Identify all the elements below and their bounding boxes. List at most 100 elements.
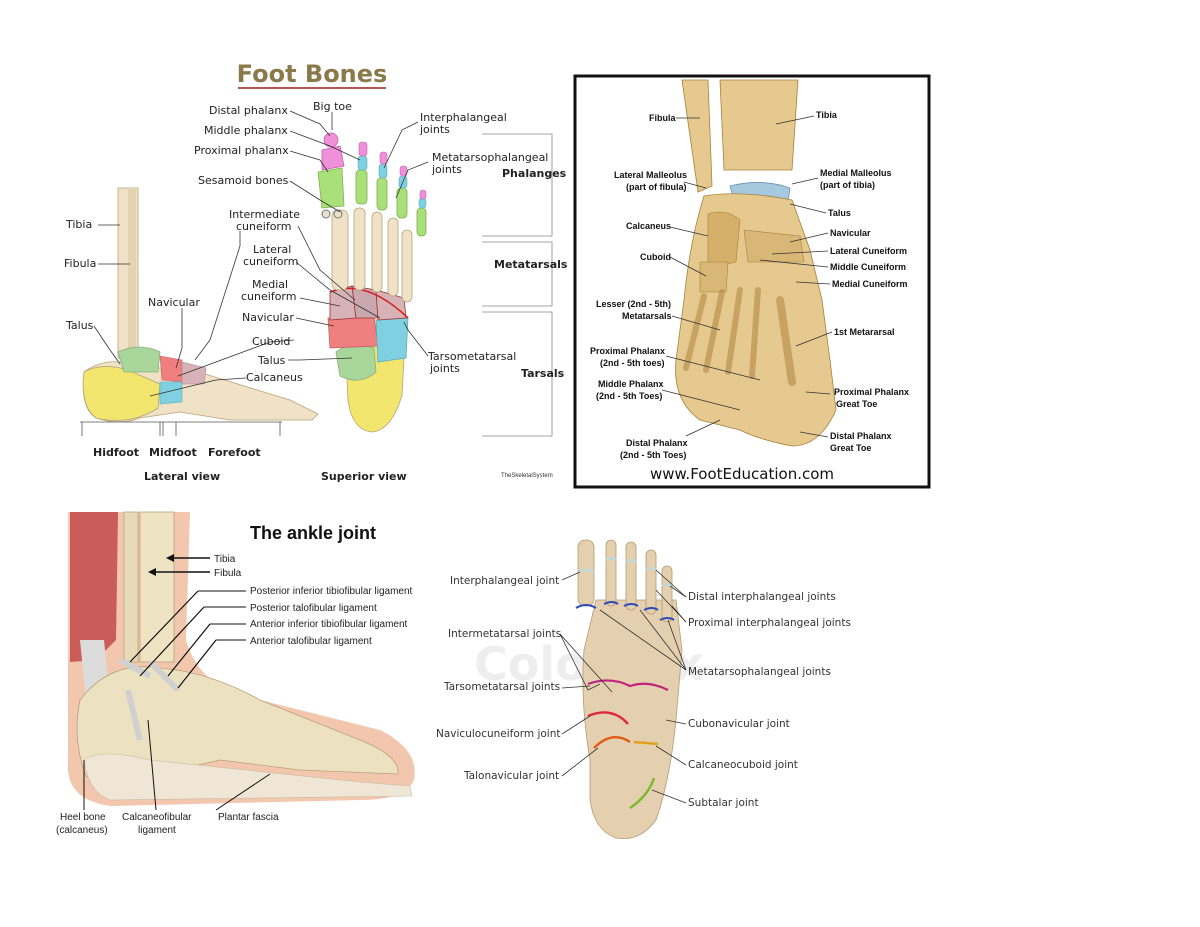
- label-cc-joint: Calcaneocuboid joint: [688, 759, 798, 771]
- fibula-p3: [123, 511, 139, 663]
- cuboid-lateral: [159, 381, 183, 405]
- label-first-metatarsal: 1st Metararsal: [834, 327, 895, 337]
- ip-joint-1: [577, 569, 595, 573]
- ligament-marks: [118, 657, 181, 741]
- label-tibia-p2: Tibia: [816, 110, 838, 120]
- metatarsal-1: [331, 209, 349, 291]
- label-plantar-fascia: Plantar fascia: [218, 812, 279, 823]
- label-prox-great-2: Great Toe: [836, 399, 877, 409]
- label-hindfoot: Hidfoot: [93, 446, 139, 459]
- label-prox-great-1: Proximal Phalanx: [834, 387, 909, 397]
- ankle-joint-title: The ankle joint: [250, 523, 376, 543]
- label-tmt-2: joints: [429, 362, 460, 375]
- talus-lateral: [117, 346, 161, 373]
- label-tibia-p1: Tibia: [65, 218, 92, 231]
- label-aitl: Anterior inferior tibiofibular ligament: [250, 619, 408, 630]
- label-lateral-2: cuneiform: [243, 255, 298, 268]
- tmt-joint-line-p4: [587, 679, 669, 691]
- metatarsal-3: [371, 211, 383, 293]
- label-navicular-left: Navicular: [148, 296, 200, 309]
- label-calcaneus-p1: Calcaneus: [246, 371, 303, 384]
- label-ptl: Posterior talofibular ligament: [250, 603, 377, 614]
- proximal-phalanx-great-toe: [317, 167, 345, 209]
- label-lateral-cuneiform-p2: Lateral Cuneiform: [830, 246, 907, 256]
- metatarsal-2: [353, 207, 366, 291]
- fibula-bone: [128, 188, 136, 358]
- label-medial-cuneiform-p2: Medial Cuneiform: [832, 279, 908, 289]
- label-talus: Talus: [257, 354, 286, 367]
- label-mid-phalanx-1: Middle Phalanx: [598, 379, 664, 389]
- label-navicular-p2: Navicular: [830, 228, 871, 238]
- label-navicular: Navicular: [242, 311, 294, 324]
- label-tmt-joints: Tarsometatarsal joints: [443, 681, 560, 693]
- cuboid-superior: [375, 317, 409, 363]
- credit-text: TheSkeletalSystem: [501, 473, 553, 479]
- label-middle-phalanx: Middle phalanx: [204, 124, 288, 137]
- label-distal-phalanx: Distal phalanx: [209, 104, 288, 117]
- label-lat-mall-2: (part of fibula): [626, 182, 687, 192]
- label-st-joint: Subtalar joint: [688, 797, 759, 809]
- label-prox-phalanx-2: (2nd - 5th toes): [600, 358, 665, 368]
- talus-superior: [335, 344, 377, 381]
- label-forefoot: Forefoot: [208, 446, 261, 459]
- label-dist-great-1: Distal Phalanx: [830, 431, 892, 441]
- joints-foot-illustration: [575, 539, 683, 839]
- calf-muscle: [70, 512, 118, 662]
- label-dist-great-2: Great Toe: [830, 443, 871, 453]
- label-talus-left: Talus: [65, 319, 94, 332]
- label-im-joints: Intermetatarsal joints: [448, 628, 561, 640]
- label-atl: Anterior talofibular ligament: [250, 636, 372, 647]
- panel4-leader-lines: [559, 569, 687, 804]
- tibia-p3: [139, 511, 175, 663]
- label-interphalangeal-2: joints: [419, 123, 450, 136]
- label-big-toe: Big toe: [313, 100, 352, 113]
- label-dip-joints: Distal interphalangeal joints: [688, 591, 836, 603]
- label-middle-cuneiform-p2: Middle Cuneiform: [830, 262, 906, 272]
- label-lateral-1: Lateral: [253, 243, 291, 256]
- label-phalanges: Phalanges: [502, 167, 567, 180]
- label-cuboid-p2: Cuboid: [640, 252, 671, 262]
- label-lateral-view: Lateral view: [144, 470, 220, 483]
- label-medial-2: cuneiform: [241, 290, 296, 303]
- fibula-p2: [681, 79, 713, 193]
- tibia-p2: [719, 79, 799, 171]
- label-cfl-2: ligament: [138, 825, 176, 836]
- dorsal-foot-illustration: [675, 79, 837, 447]
- mtp-joint-1: [575, 604, 597, 609]
- nc-joint-line: [587, 711, 629, 725]
- label-prox-phalanx-1: Proximal Phalanx: [590, 346, 665, 356]
- label-fibula-p1: Fibula: [64, 257, 96, 270]
- label-pitl: Posterior inferior tibiofibular ligament: [250, 586, 413, 597]
- label-tarsals: Tarsals: [521, 367, 565, 380]
- label-superior-view: Superior view: [321, 470, 407, 483]
- superior-view-illustration: [317, 132, 427, 433]
- tn-joint-line: [593, 736, 631, 749]
- label-med-mall-1: Medial Malleolus: [820, 168, 892, 178]
- metatarsal-4: [387, 217, 399, 297]
- label-interphalangeal-1: Interphalangeal: [420, 111, 507, 124]
- label-pip-joints: Proximal interphalangeal joints: [688, 617, 851, 629]
- label-tmt-1: Tarsometatarsal: [427, 350, 516, 363]
- foot-outline-p4: [582, 599, 683, 839]
- label-cfl-1: Calcaneofibular: [122, 812, 192, 823]
- label-fibula-p3: Fibula: [214, 568, 242, 579]
- cc-joint-line: [633, 740, 659, 746]
- label-sesamoid-bones: Sesamoid bones: [198, 174, 289, 187]
- label-mid-phalanx-2: (2nd - 5th Toes): [596, 391, 662, 401]
- label-heel-bone-1: Heel bone: [60, 812, 106, 823]
- label-midfoot: Midfoot: [149, 446, 197, 459]
- label-metatarsals: Metatarsals: [494, 258, 568, 271]
- label-dist-phalanx-2: (2nd - 5th Toes): [620, 450, 686, 460]
- label-nc-joint: Naviculocuneiform joint: [436, 728, 561, 740]
- label-tibia-p3: Tibia: [214, 554, 236, 565]
- label-heel-bone-2: (calcaneus): [56, 825, 108, 836]
- foot-bones-title: Foot Bones: [237, 60, 388, 88]
- label-med-mall-2: (part of tibia): [820, 180, 875, 190]
- label-mtp-joints: Metatarsophalangeal joints: [688, 666, 831, 678]
- label-ip-joint: Interphalangeal joint: [450, 575, 559, 587]
- label-dist-phalanx-1: Distal Phalanx: [626, 438, 688, 448]
- metatarsal-lines-p2: [683, 287, 796, 386]
- label-lat-mall-1: Lateral Malleolus: [614, 170, 687, 180]
- website-text: www.FootEducation.com: [650, 465, 834, 483]
- label-cuboid: Cuboid: [252, 335, 290, 348]
